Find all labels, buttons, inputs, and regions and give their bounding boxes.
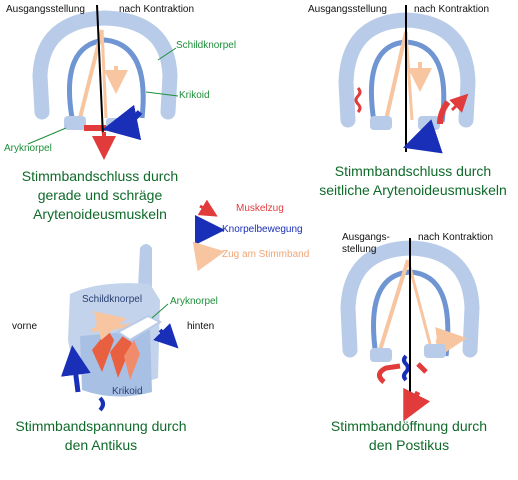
- panel4-peach-arrow: [435, 326, 467, 357]
- peach-arrow-icon: [192, 241, 225, 272]
- panel1-arytenoid-right: [106, 118, 122, 130]
- panel1-diagram: [27, 4, 179, 160]
- panel2-caption-line2: seitliche Arytenoideusmuskeln: [319, 182, 507, 198]
- panel1-caption: Stimmbandschluss durch gerade und schräg…: [0, 167, 200, 224]
- panel4-diagram: [340, 238, 480, 422]
- panel1-caption-line3: Arytenoideusmuskeln: [33, 206, 167, 222]
- panel2-label-end: nach Kontraktion: [414, 4, 490, 15]
- panel4-caption-line1: Stimmbandöffnung durch: [330, 418, 488, 434]
- panel2-arytenoid-left: [370, 116, 392, 130]
- panel3-caption-line2: den Antikus: [64, 437, 138, 453]
- legend-icons: [192, 199, 225, 272]
- panel4-arytenoid-right: [424, 344, 446, 358]
- panel1-caption-line2: gerade und schräge: [37, 187, 163, 203]
- panel1-label-start: Ausgangsstellung: [6, 4, 85, 15]
- panel4-caption: Stimmbandöffnung durch den Postikus: [314, 417, 504, 455]
- panel4-vocal-fold-left: [378, 259, 410, 351]
- legend-cartilage-movement: Knorpelbewegung: [222, 224, 303, 235]
- panel4-muscle-right: [416, 362, 428, 374]
- panel3-caption: Stimmbandspannung durch den Antikus: [8, 417, 194, 455]
- panel3-peach-arrow: [93, 311, 127, 341]
- panel4-label-end: nach Kontraktion: [418, 232, 494, 243]
- panel3-blue-arrow-right: [153, 323, 179, 349]
- panel1-caption-line1: Stimmbandschluss durch: [21, 168, 179, 184]
- panel4-vocal-fold-right: [406, 259, 432, 345]
- panel3-label-cricoid: Krikoid: [112, 386, 143, 397]
- panel3-muscle-1: [92, 330, 114, 372]
- panel1-label-cricoid: Krikoid: [179, 90, 210, 101]
- legend-muscle-pull: Muskelzug: [236, 203, 284, 214]
- panel1-pointer-cricoid: [145, 91, 179, 97]
- panel1-label-arytenoid: Aryknorpel: [4, 143, 52, 154]
- panel2-diagram: [338, 5, 476, 154]
- panel2-vocal-fold-left: [384, 31, 408, 121]
- panel4-arytenoid-left: [370, 348, 392, 362]
- panel3-label-thyroid: Schildknorpel: [82, 294, 143, 305]
- panel4-caption-line2: den Postikus: [368, 437, 450, 453]
- panel3-muscle-3: [124, 340, 140, 380]
- panel3-blue-arrow-left: [60, 345, 91, 393]
- red-arrow-icon: [197, 199, 218, 217]
- panel4-muscle-left: [377, 363, 401, 384]
- panel3-caption-line1: Stimmbandspannung durch: [15, 418, 187, 434]
- panel4-label-start: Ausgangs- stellung: [342, 232, 390, 256]
- panel2-label-start: Ausgangsstellung: [308, 4, 387, 15]
- panel1-pointer-thyroid: [157, 47, 177, 61]
- panel1-label-end: nach Kontraktion: [119, 4, 195, 15]
- panel4-red-arrow: [403, 387, 431, 422]
- panel1-arytenoid-left: [64, 116, 86, 130]
- panel2-caption: Stimmbandschluss durch seitliche Aryteno…: [318, 162, 508, 200]
- panel3-diagram: [60, 244, 179, 412]
- panel2-blue-arrow: [402, 119, 443, 154]
- panel2-caption-line1: Stimmbandschluss durch: [334, 163, 492, 179]
- panel4-blue-wavy: [402, 354, 410, 382]
- panel3-label-front: vorne: [12, 321, 38, 332]
- panel1-vocal-fold-right: [100, 29, 108, 119]
- panel1-thyroid-cartilage: [32, 10, 178, 120]
- panel1-cricoid-cartilage: [67, 37, 146, 119]
- panel3-muscle-2: [110, 332, 132, 378]
- panel3-label-arytenoid: Aryknorpel: [170, 296, 218, 307]
- panel4-label-start-line2: stellung: [342, 244, 377, 255]
- panel4-label-start-line1: Ausgangs-: [342, 232, 390, 243]
- panel2-red-arrow: [449, 93, 469, 113]
- panel3-pointer-arytenoid: [151, 303, 169, 319]
- panel3-thyroid-horn: [138, 244, 152, 292]
- panel1-blue-arrow: [102, 104, 143, 141]
- legend-vocal-fold-pull: Zug am Stimmband: [222, 249, 310, 260]
- panel1-pointer-arytenoid: [27, 127, 67, 145]
- panel1-label-thyroid: Schildknorpel: [176, 40, 237, 51]
- panel3-label-back: hinten: [187, 321, 215, 332]
- panel2-muscle-wavy: [354, 86, 362, 114]
- panel3-blue-arrow-bottom: [98, 396, 105, 412]
